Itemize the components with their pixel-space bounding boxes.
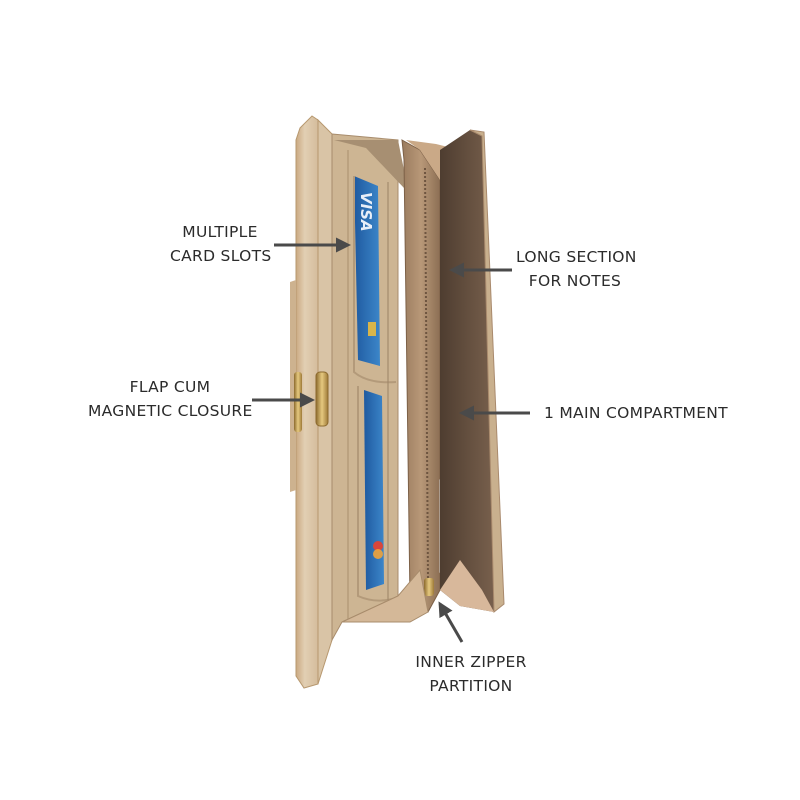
card-slot-panel: VISA [331, 133, 404, 642]
credit-card-bottom [364, 390, 384, 590]
label-zipper-partition-line-2: PARTITION [429, 677, 513, 695]
label-zipper-partition-line-1: INNER ZIPPER [415, 653, 527, 671]
label-card-slots: MULTIPLE CARD SLOTS [170, 220, 272, 268]
label-notes-section-line-2: FOR NOTES [528, 272, 622, 290]
arrow-zipper-partition [438, 601, 464, 643]
label-flap-closure-line-1: FLAP CUM [129, 378, 211, 396]
notes-section [440, 129, 505, 614]
label-card-slots-line-1: MULTIPLE [182, 223, 258, 241]
label-flap-closure-line-2: MAGNETIC CLOSURE [88, 402, 253, 420]
label-zipper-partition: INNER ZIPPER PARTITION [414, 650, 528, 698]
label-main-compartment: 1 MAIN COMPARTMENT [544, 401, 728, 425]
credit-card-top: VISA [354, 176, 380, 366]
label-flap-closure: FLAP CUM MAGNETIC CLOSURE [88, 375, 252, 423]
label-main-compartment-line-1: 1 MAIN COMPARTMENT [544, 404, 728, 422]
wallet-bottom-fold [341, 568, 429, 623]
label-card-slots-line-2: CARD SLOTS [170, 247, 272, 265]
magnetic-closure [294, 371, 329, 432]
label-notes-section: LONG SECTION FOR NOTES [516, 245, 637, 293]
annotation-arrows [252, 237, 530, 643]
card-brand-text: VISA [357, 192, 375, 232]
label-notes-section-line-1: LONG SECTION [516, 248, 637, 266]
